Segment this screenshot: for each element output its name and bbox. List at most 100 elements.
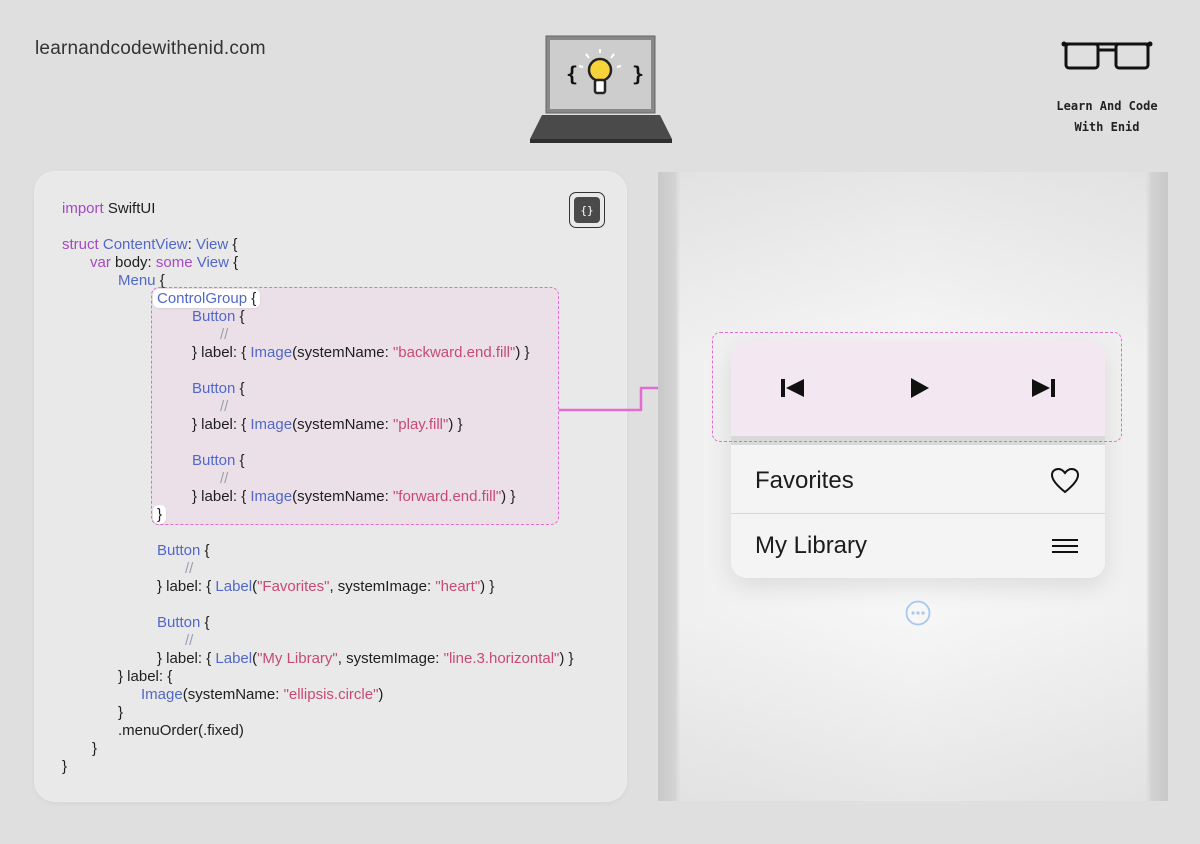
control-group [731,341,1105,436]
code-token: ContentView [98,236,188,253]
code-token: Image [250,488,293,505]
code-line: } label: { Label("Favorites", systemImag… [157,578,494,596]
control-group-preview-highlight [712,332,1122,442]
code-token: Button [192,380,236,397]
code-token: (systemName: [292,344,393,361]
code-line: } label: { Image(systemName: "backward.e… [192,344,530,362]
menu-divider [731,513,1105,514]
code-token: ) [378,686,384,703]
code-token: { [228,236,238,253]
code-token: { [235,452,245,469]
code-line: } [118,704,124,721]
code-line: ControlGroup { [153,289,261,308]
code-token: Label [215,578,253,595]
code-token: { [200,614,210,631]
code-token: Image [250,416,293,433]
code-line: .menuOrder(.fixed) [118,722,244,739]
code-token: Image [141,686,183,703]
open-brace: { [566,62,578,86]
code-line: } [153,505,167,524]
code-line: Image(systemName: "ellipsis.circle") [141,686,383,704]
code-line: struct ContentView: View { [62,236,237,254]
ellipsis-circle-icon[interactable] [905,600,931,626]
menu-item-favorites[interactable]: Favorites [731,449,1105,513]
brand-line-2: With Enid [1074,120,1140,134]
code-token: "heart" [435,578,481,595]
code-line: var body: some View { [90,254,238,272]
control-group-highlight [151,287,559,525]
code-token: ) } [448,416,463,433]
backward-end-fill-icon[interactable] [779,375,807,401]
code-icon-button[interactable]: {} [569,192,605,228]
code-token: ) } [480,578,495,595]
code-token: Button [157,542,201,559]
brand-line-1: Learn And Code [1056,99,1158,113]
play-fill-icon[interactable] [905,375,933,401]
code-token: struct [62,236,99,253]
code-token: ) } [501,488,516,505]
code-token: } label: { [157,578,216,595]
code-comment: // [185,560,194,577]
close-brace: } [632,62,644,86]
code-line: } [92,740,98,757]
heart-icon [1051,468,1079,494]
code-token: { [228,254,239,271]
code-token: Button [192,452,236,469]
code-token: { [247,290,257,307]
code-token: "My Library" [257,650,338,667]
code-token: ) } [515,344,530,361]
glasses-icon [1061,41,1153,70]
code-token: SwiftUI [103,200,156,217]
code-token: ( [252,578,258,595]
forward-end-fill-icon[interactable] [1029,375,1057,401]
code-token: } label: { [192,416,251,433]
code-token: , systemImage: [329,578,436,595]
code-comment: // [220,326,229,343]
code-token: ControlGroup [157,290,248,307]
code-line: Button { [157,542,210,560]
code-token: } label: { [157,650,216,667]
code-token: Image [250,344,293,361]
code-line: Button { [192,452,245,470]
code-line: } label: { Label("My Library", systemIma… [157,650,574,668]
code-line: Button { [157,614,210,632]
laptop-lightbulb-logo: { } [530,35,672,143]
code-token: (systemName: [292,416,393,433]
code-line: Button { [192,308,245,326]
code-line: import SwiftUI [62,200,155,218]
code-token: "play.fill" [392,416,449,433]
menu-item-my-library[interactable]: My Library [731,514,1105,578]
code-comment: // [185,632,194,649]
code-token: { [235,308,245,325]
code-token: var [90,254,111,271]
code-line: Menu { [118,272,165,290]
code-token: } label: { [192,344,251,361]
code-token: { [155,272,165,289]
code-token: Menu [118,272,156,289]
code-token: "Favorites" [257,578,330,595]
lightbulb-icon [578,49,622,95]
code-token: "line.3.horizontal" [443,650,560,667]
code-line: } label: { Image(systemName: "play.fill"… [192,416,463,434]
code-line: } label: { Image(systemName: "forward.en… [192,488,515,506]
code-token: } label: { [192,488,251,505]
code-token: { [235,380,245,397]
code-token: Button [192,308,236,325]
code-token: { [200,542,210,559]
code-line: } [62,758,68,775]
code-token: Button [157,614,201,631]
code-token: "ellipsis.circle" [283,686,379,703]
code-token: (systemName: [292,488,393,505]
code-line: Button { [192,380,245,398]
code-token: "backward.end.fill" [392,344,516,361]
brand-logo: Learn And Code With Enid [1045,38,1169,138]
code-token: , systemImage: [337,650,444,667]
menu-item-label: Favorites [755,467,854,494]
code-token: (systemName: [182,686,284,703]
menu-separator [731,436,1105,445]
code-line: } label: { [118,668,173,685]
code-comment: // [220,398,229,415]
code-token: ( [252,650,258,667]
menu-popup: Favorites My Library [731,341,1105,578]
control-group-close-token: } [153,505,167,524]
